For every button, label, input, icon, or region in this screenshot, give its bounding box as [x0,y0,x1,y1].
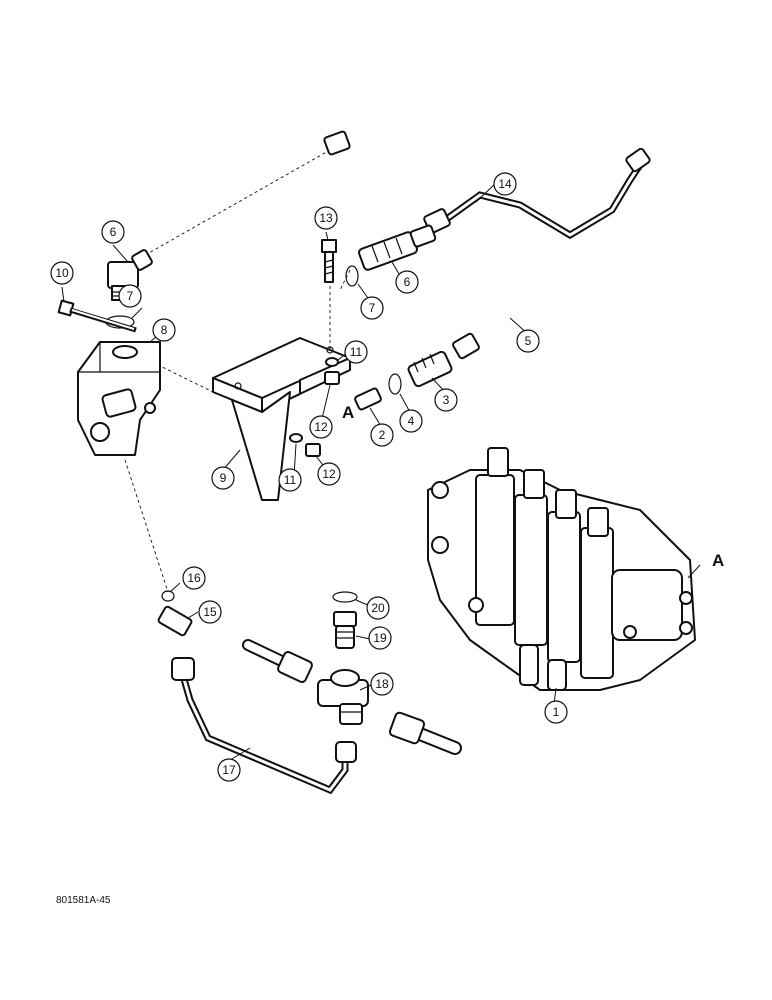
fitting-15 [157,605,193,637]
fitting-19 [333,611,357,649]
callout-balloon [278,468,302,492]
callout-balloon [344,340,368,364]
callout-number: 11 [284,473,297,487]
callout-balloon [366,596,390,620]
callout-balloon [516,329,540,353]
callout-number: 12 [322,467,336,481]
valve-block-8 [77,341,161,456]
callout-number: 2 [379,428,386,442]
callout-balloon [309,415,333,439]
callout-number: 4 [408,414,415,428]
callout-number: 13 [319,211,333,225]
callout-number: 15 [203,605,217,619]
callout-number: 11 [350,345,363,359]
callout-number: 14 [498,177,512,191]
control-valve-1 [427,447,696,691]
callout-balloon [395,270,419,294]
callout-balloon [152,318,176,342]
callout-balloon [182,566,206,590]
callout-number: 17 [222,763,236,777]
callout-number: 9 [220,471,227,485]
callout-number: 20 [371,601,385,615]
callout-balloon [368,626,392,650]
callout-balloon [360,296,384,320]
callout-balloon [50,261,74,285]
callout-balloon [101,220,125,244]
callout-number: 10 [55,266,69,280]
callout-balloon [399,409,423,433]
callout-number: 5 [525,334,532,348]
adapter-fitting-6-right [358,224,437,271]
callout-balloon [118,284,142,308]
ref-marker-a-right: A [712,551,724,570]
callout-number: 1 [553,705,560,719]
assembly-lines [124,149,351,593]
callout-number: 18 [375,677,389,691]
callout-number: 19 [373,631,387,645]
fitting-3 [407,350,453,388]
callout-number: 7 [127,289,134,303]
callout-balloon [370,423,394,447]
hose-ends [242,639,462,755]
callout-number: 3 [443,393,450,407]
bolt-13 [321,239,337,283]
callout-number: 8 [161,323,168,337]
tube-17 [171,657,357,795]
callout-number: 7 [369,301,376,315]
callout-number: 16 [187,571,201,585]
callout-balloon [198,600,222,624]
callout-balloon [434,388,458,412]
callout-number: 6 [110,225,117,239]
callout-balloon [211,466,235,490]
fitting-2 [354,387,382,411]
callout-number: 6 [404,275,411,289]
figure-code: 801581A-45 [56,895,111,906]
callout-balloon [370,672,394,696]
callout-number: 12 [314,420,328,434]
washers-nuts [289,357,340,457]
callout-balloon [217,758,241,782]
ref-marker-a-left: A [342,403,354,422]
tee-fitting-18 [317,669,369,725]
callout-balloon [493,172,517,196]
callout-balloon [317,462,341,486]
bolt-10 [57,299,137,333]
callout-balloon [544,700,568,724]
callout-balloon [314,206,338,230]
